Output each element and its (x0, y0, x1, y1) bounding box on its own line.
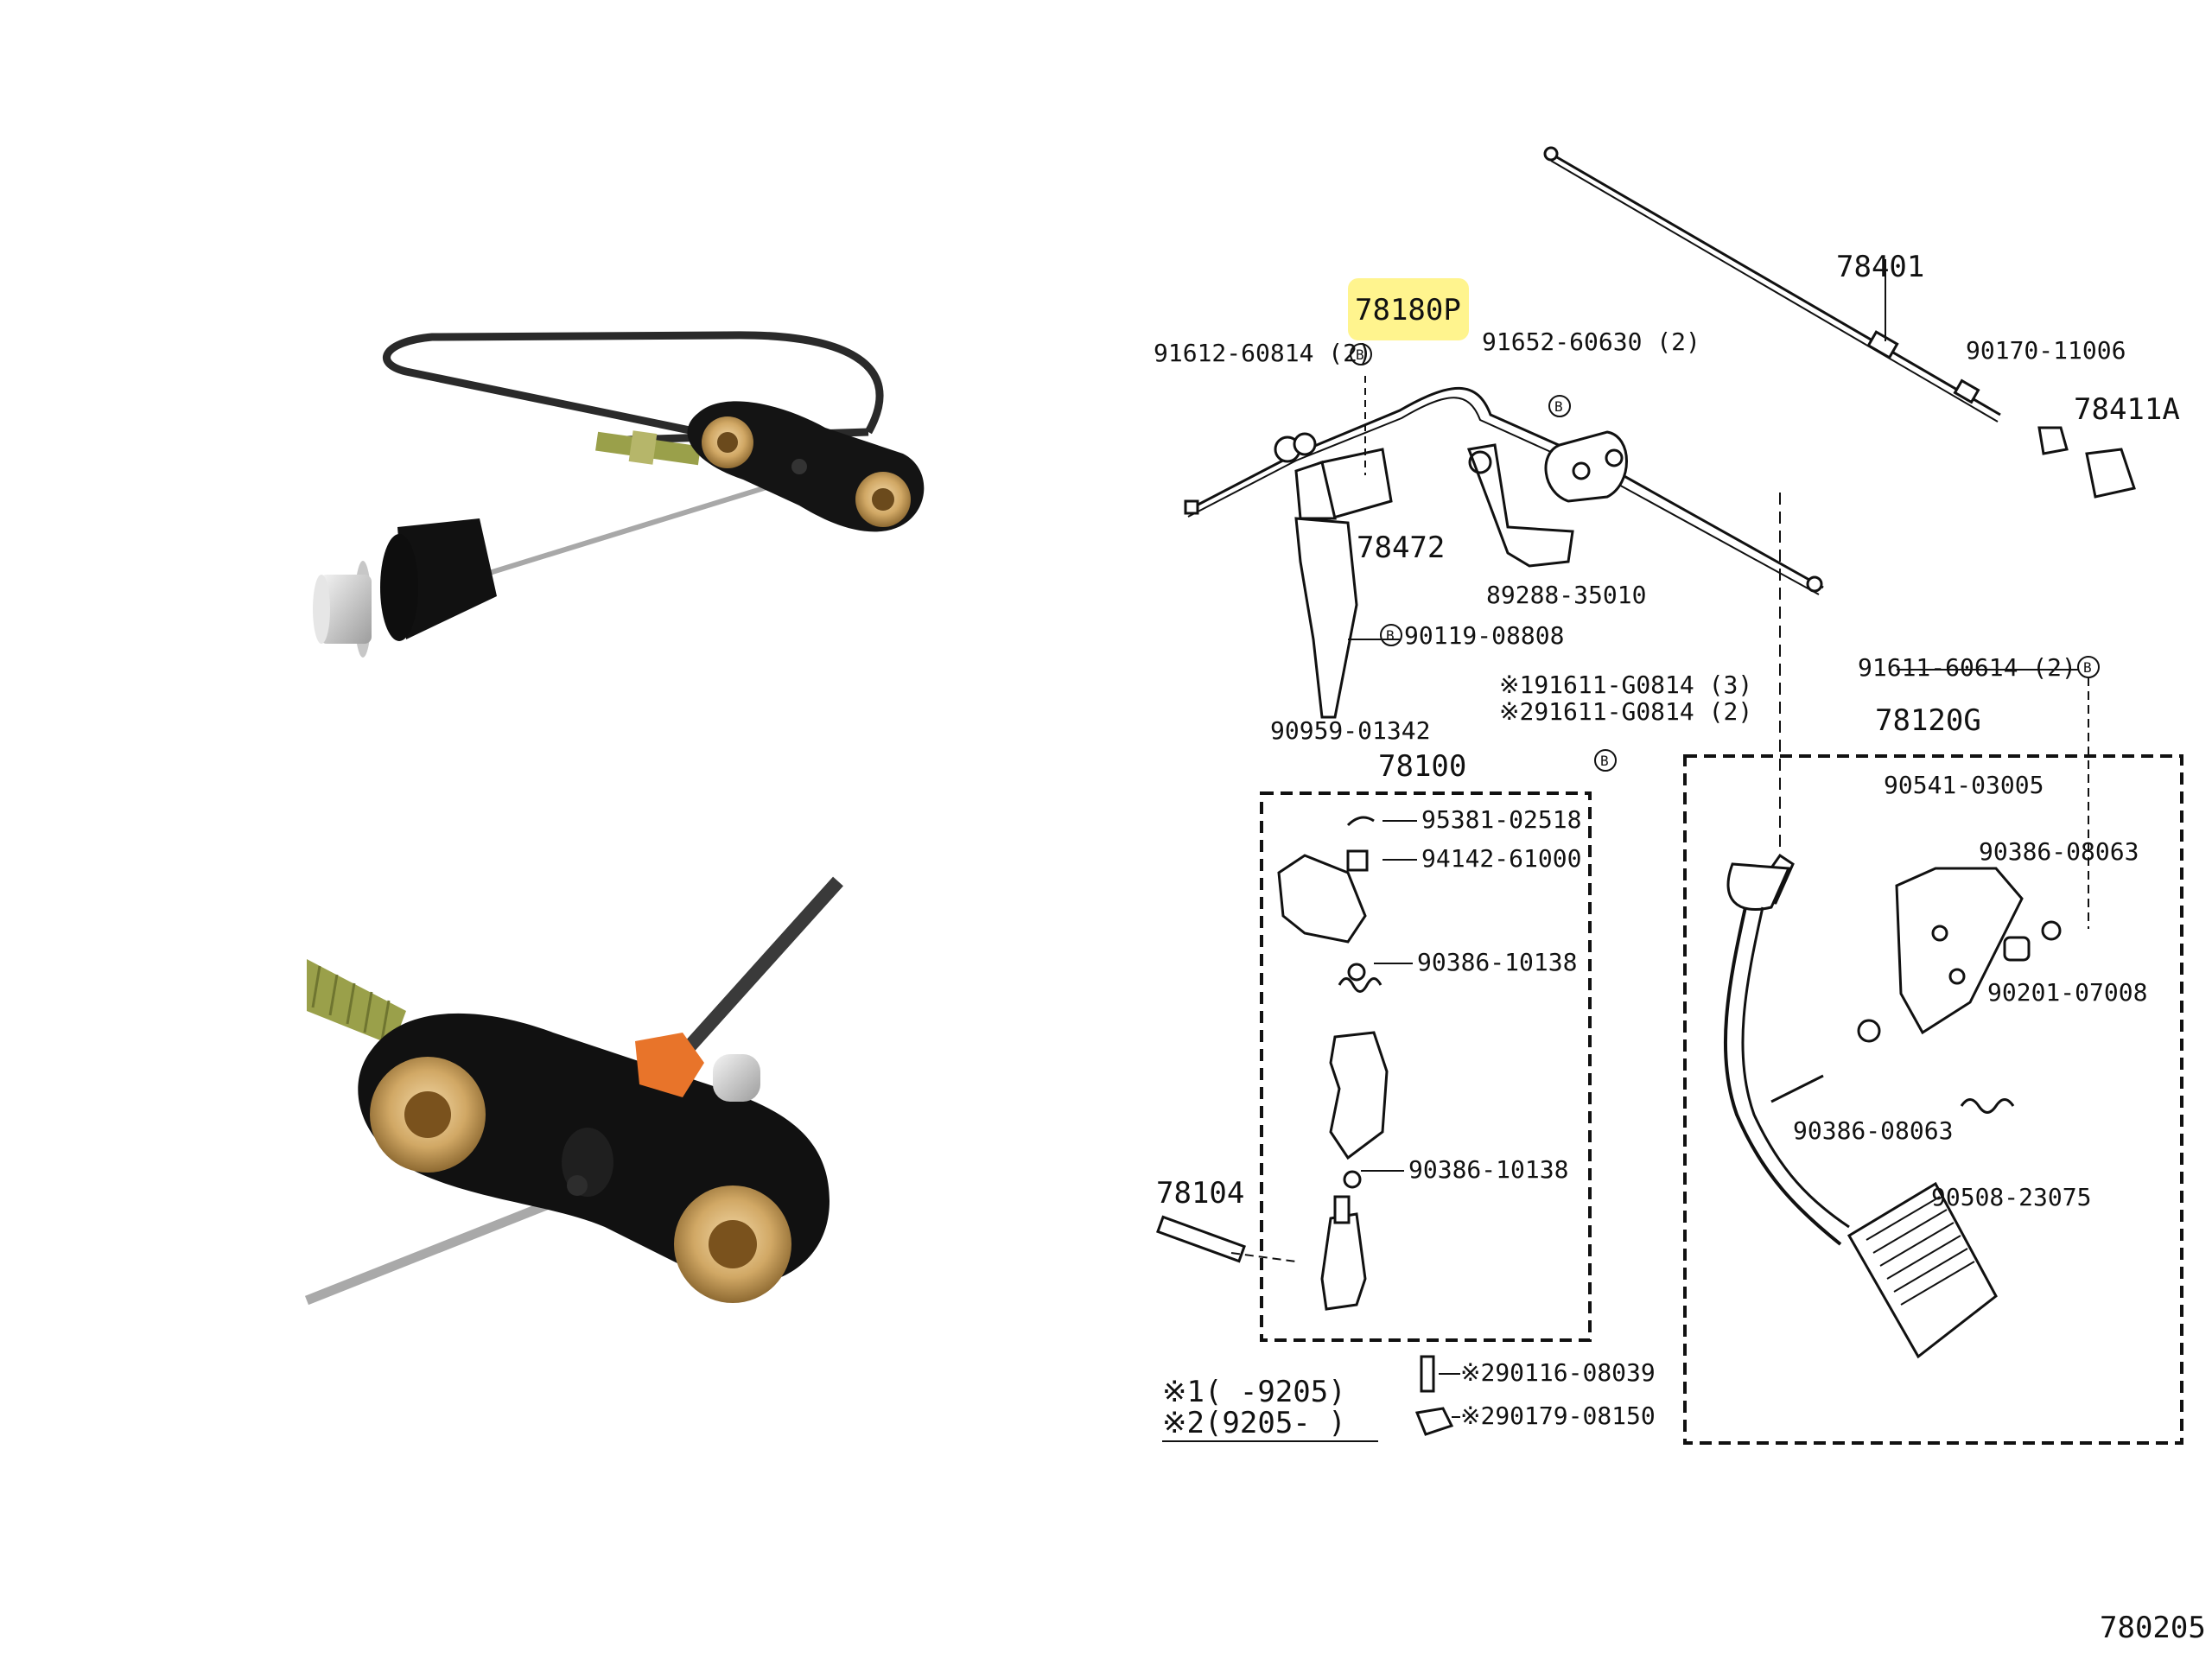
highlight-78180P (1348, 278, 1469, 340)
cable-bracket-closeup (358, 1013, 830, 1303)
svg-text:B: B (1356, 346, 1364, 363)
cable-bracket-top (687, 401, 925, 532)
exploded-parts-diagram: B B B B B (1156, 146, 2183, 1445)
part-label-90201-07008: 90201-07008 (1987, 978, 2147, 1007)
applicability-note-1: ※1( -9205) (1162, 1375, 1346, 1409)
applicability-note-2: ※2(9205- ) (1162, 1406, 1346, 1440)
part-label-78472: 78472 (1357, 531, 1445, 565)
rubber-grommet-end (313, 518, 497, 658)
part-label-89288-35010: 89288-35010 (1486, 581, 1646, 609)
part-label-90959-01342: 90959-01342 (1270, 716, 1430, 745)
inner-wire-strand (304, 1187, 582, 1306)
part-label-78401: 78401 (1836, 250, 1924, 284)
part-label-78120G: 78120G (1875, 703, 1981, 738)
part-label-90119-08808: 90119-08808 (1404, 621, 1564, 650)
inner-wire (483, 481, 779, 577)
cable-sheath (677, 876, 843, 1059)
part-label-90116-08039: ※290116-08039 (1460, 1358, 1656, 1387)
threaded-adjuster (595, 430, 701, 466)
svg-text:B: B (2083, 659, 2092, 676)
part-label-78100: 78100 (1378, 749, 1466, 784)
part-label-95381-02518: 95381-02518 (1421, 805, 1581, 834)
cable-assembly-photo-top (313, 331, 925, 658)
cable-outer-sheath (383, 331, 887, 475)
part-label-91611-60614: 91611-60614 (2) (1858, 653, 2076, 682)
svg-text:B: B (1554, 398, 1563, 415)
part-label-90179-08150: ※290179-08150 (1460, 1402, 1656, 1430)
part-label-91612-60814: 91612-60814 (2) (1154, 339, 1372, 367)
diagram-reference-number: 780205 (2100, 1611, 2206, 1645)
part-label-90508-23075: 90508-23075 (1931, 1183, 2091, 1211)
part-label-91611-G0814-2: ※291611-G0814 (2) (1499, 697, 1752, 726)
part-label-94142-61000: 94142-61000 (1421, 844, 1581, 873)
part-label-78104: 78104 (1156, 1176, 1244, 1211)
part-label-91611-G0814-1: ※191611-G0814 (3) (1499, 671, 1752, 699)
orange-clip (635, 1033, 760, 1102)
part-labels: 78180P 91612-60814 (2) 91652-60630 (2) 7… (1154, 250, 2206, 1645)
part-label-90170-11006: 90170-11006 (1966, 336, 2126, 365)
part-label-78180P: 78180P (1355, 293, 1461, 327)
part-label-90386-08063-lower: 90386-08063 (1793, 1116, 1953, 1145)
part-label-90386-10138-upper: 90386-10138 (1417, 948, 1577, 976)
svg-text:B: B (1600, 753, 1609, 769)
threaded-rod (307, 959, 406, 1046)
bracket-closeup-photo-bottom (304, 876, 843, 1306)
part-label-90386-08063-upper: 90386-08063 (1979, 837, 2139, 866)
part-label-90386-10138-lower: 90386-10138 (1408, 1155, 1568, 1184)
part-label-78411A: 78411A (2074, 392, 2180, 427)
part-label-91652-60630: 91652-60630 (2) (1482, 327, 1700, 356)
svg-text:B: B (1386, 627, 1395, 644)
part-label-90541-03005: 90541-03005 (1884, 771, 2044, 799)
